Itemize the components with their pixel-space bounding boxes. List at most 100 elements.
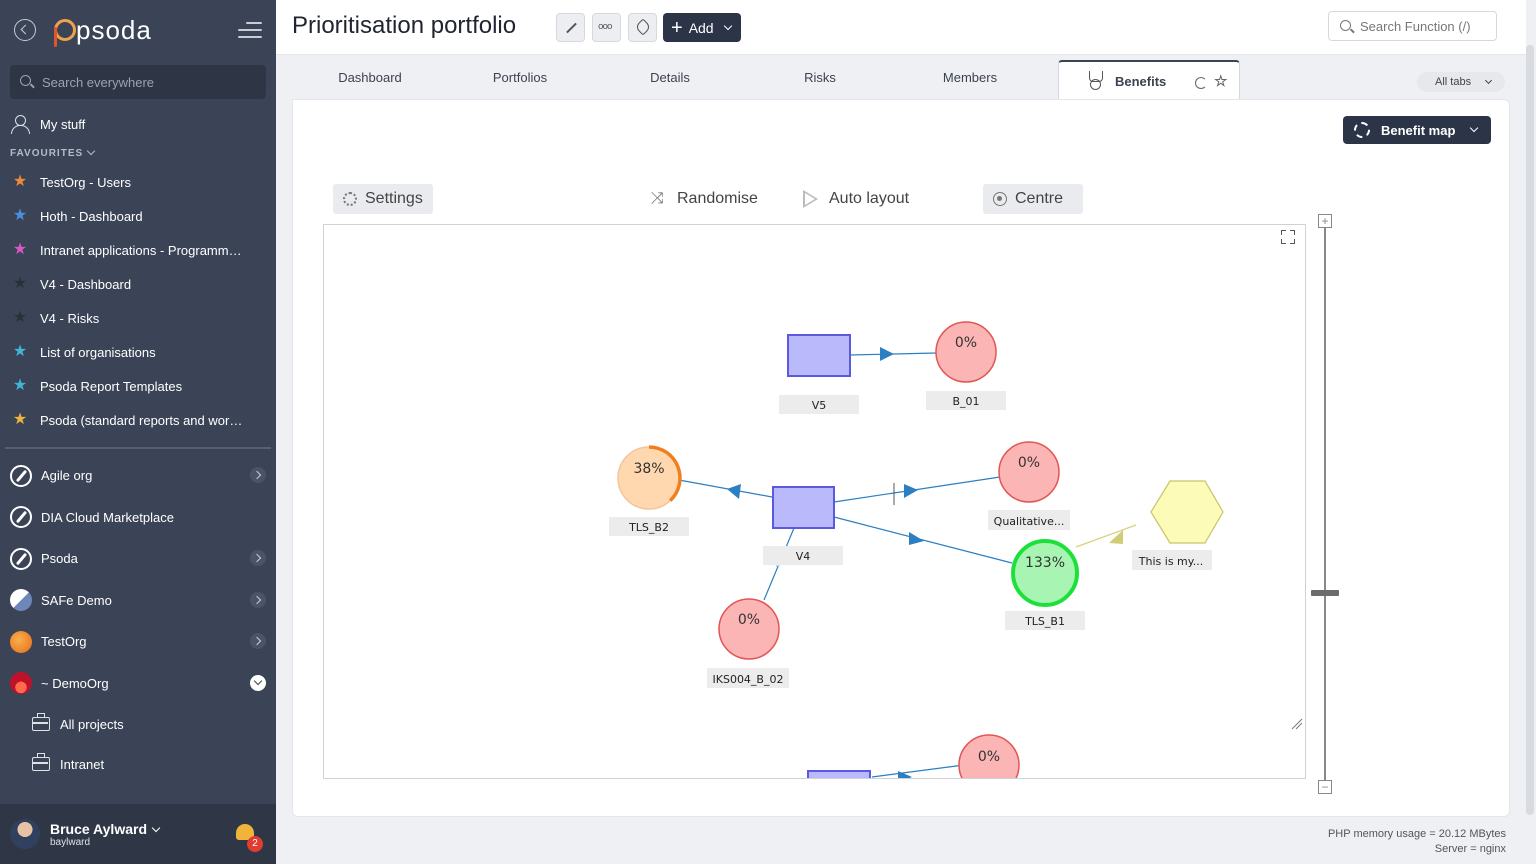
- organisation-item[interactable]: Agile org: [0, 455, 276, 497]
- avatar[interactable]: [10, 819, 40, 849]
- chevron-down-icon: [1469, 123, 1479, 133]
- randomise-label: Randomise: [677, 190, 758, 207]
- favourite-label: Psoda Report Templates: [40, 378, 183, 394]
- tab-risks[interactable]: Risks: [804, 70, 836, 85]
- user-footer[interactable]: Bruce Aylward baylward 2: [0, 804, 276, 864]
- notifications-icon[interactable]: [236, 824, 254, 840]
- benefit-node-b01[interactable]: [935, 321, 997, 383]
- benefit-map-canvas[interactable]: V5 0% B_01 38% TLS_B2 V4 0% Qualitative.…: [323, 224, 1306, 779]
- all-tabs-button[interactable]: All tabs: [1417, 72, 1505, 92]
- auto-layout-label: Auto layout: [829, 190, 910, 207]
- project-node-v4[interactable]: [772, 486, 835, 529]
- tab-details[interactable]: Details: [650, 70, 690, 85]
- organisation-item[interactable]: Psoda: [0, 538, 276, 580]
- fullscreen-icon[interactable]: [1281, 230, 1295, 244]
- favourite-item[interactable]: ★Psoda (standard reports and work...: [0, 403, 276, 437]
- star-icon: ★: [12, 411, 28, 428]
- tab-benefits[interactable]: Benefits ☆: [1058, 60, 1240, 100]
- zoom-out-button[interactable]: −: [1318, 780, 1332, 794]
- organisation-icon: [10, 464, 32, 487]
- benefit-node-iks004-b02[interactable]: [718, 598, 780, 660]
- benefit-node-tls-b1[interactable]: [1011, 539, 1079, 607]
- organisation-item[interactable]: ~ DemoOrg: [0, 663, 276, 705]
- favourite-item[interactable]: ★Psoda Report Templates: [0, 369, 276, 403]
- favourite-label: Hoth - Dashboard: [40, 208, 143, 224]
- node-label-objective: This is my...: [1138, 555, 1203, 568]
- favourite-item[interactable]: ★TestOrg - Users: [0, 165, 276, 199]
- edit-button[interactable]: [556, 13, 585, 42]
- node-label-tls-b2: TLS_B2: [628, 521, 669, 534]
- shuffle-icon: ⤨: [651, 190, 664, 207]
- tab-benefits-label: Benefits: [1115, 73, 1167, 89]
- notification-count: 2: [247, 836, 263, 852]
- zoom-in-button[interactable]: +: [1318, 214, 1332, 228]
- network-icon: [1354, 122, 1370, 138]
- project-node-bottom[interactable]: [807, 770, 871, 779]
- zoom-slider-track[interactable]: [1324, 227, 1326, 787]
- objective-node[interactable]: [1150, 480, 1224, 544]
- my-stuff-label: My stuff: [40, 116, 86, 132]
- favourites-heading[interactable]: FAVOURITES: [0, 141, 276, 165]
- settings-label: Settings: [365, 190, 423, 207]
- favourite-label: V4 - Risks: [40, 310, 100, 326]
- my-stuff-link[interactable]: My stuff: [0, 107, 276, 141]
- tab-members[interactable]: Members: [942, 70, 998, 85]
- settings-button[interactable]: Settings: [333, 184, 433, 214]
- benefit-node-bottom[interactable]: [958, 734, 1020, 779]
- chevron-down-icon: [1484, 76, 1493, 85]
- chevron-right-icon[interactable]: [250, 550, 266, 566]
- favourite-item[interactable]: ★Hoth - Dashboard: [0, 199, 276, 233]
- tab-portfolios[interactable]: Portfolios: [492, 70, 548, 85]
- organisation-item[interactable]: TestOrg: [0, 621, 276, 663]
- organisation-icon: [10, 630, 32, 653]
- search-everywhere: [10, 65, 266, 99]
- edge-bottom: [871, 764, 965, 778]
- centre-button[interactable]: Centre: [983, 184, 1083, 214]
- chevron-down-icon[interactable]: [250, 674, 266, 691]
- chevron-right-icon[interactable]: [250, 467, 266, 483]
- back-arrow-icon[interactable]: [14, 19, 36, 41]
- zoom-slider-handle[interactable]: [1311, 590, 1339, 596]
- organisation-label: Psoda: [41, 551, 78, 567]
- add-button[interactable]: + Add: [663, 13, 741, 42]
- edge-arrow: [880, 347, 894, 361]
- organisation-item[interactable]: DIA Cloud Marketplace: [0, 497, 276, 539]
- psoda-logo[interactable]: psoda: [50, 12, 152, 48]
- organisation-icon: [10, 589, 32, 612]
- function-search-input[interactable]: [1329, 12, 1496, 40]
- star-icon: ★: [12, 241, 28, 258]
- chevron-right-icon[interactable]: [250, 633, 266, 649]
- briefcase-icon: [32, 753, 50, 771]
- star-icon: ★: [12, 343, 28, 360]
- page-scrollbar[interactable]: [1526, 45, 1534, 815]
- sidebar-sub-item[interactable]: All projects: [0, 704, 276, 744]
- more-options-button[interactable]: ooo: [592, 13, 621, 42]
- randomise-button[interactable]: ⤨ Randomise: [651, 184, 781, 214]
- sidebar-sub-item[interactable]: Intranet: [0, 744, 276, 784]
- organisation-item[interactable]: SAFe Demo: [0, 580, 276, 622]
- favourite-item[interactable]: ★List of organisations: [0, 335, 276, 369]
- project-node-v5[interactable]: [787, 334, 851, 377]
- star-outline-icon[interactable]: ☆: [1214, 73, 1228, 90]
- benefits-card: Benefit map Settings ⤨ Randomise Auto la…: [292, 99, 1510, 817]
- resize-handle-icon[interactable]: [1291, 718, 1303, 730]
- refresh-icon[interactable]: [1195, 77, 1207, 89]
- chevron-right-icon[interactable]: [250, 591, 266, 608]
- favourite-item[interactable]: ★V4 - Dashboard: [0, 267, 276, 301]
- search-everywhere-input[interactable]: [10, 65, 266, 99]
- auto-layout-button[interactable]: Auto layout: [803, 184, 943, 214]
- tab-dashboard[interactable]: Dashboard: [338, 70, 402, 85]
- sidebar: psoda My stuff FAVOURITES ★TestOrg - Use…: [0, 0, 276, 864]
- tag-button[interactable]: [628, 13, 657, 42]
- benefit-node-qualitative[interactable]: [998, 441, 1060, 503]
- favourite-item[interactable]: ★V4 - Risks: [0, 301, 276, 335]
- organisation-label: TestOrg: [41, 634, 87, 650]
- all-tabs-label: All tabs: [1435, 76, 1472, 88]
- chevron-down-icon: [723, 21, 733, 31]
- edge-arrow: [898, 771, 912, 778]
- benefit-map-view-button[interactable]: Benefit map: [1343, 116, 1491, 144]
- collapse-menu-icon[interactable]: [238, 22, 262, 38]
- favourite-item[interactable]: ★Intranet applications - Programme...: [0, 233, 276, 267]
- node-label-v4: V4: [796, 550, 811, 563]
